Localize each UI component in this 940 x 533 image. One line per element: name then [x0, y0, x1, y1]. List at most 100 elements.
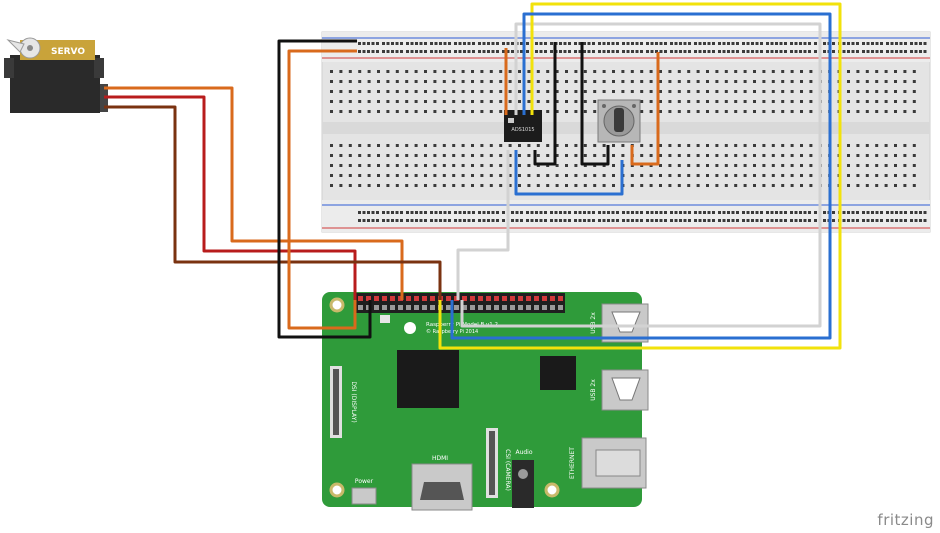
- terminal-hole: [847, 184, 850, 187]
- rail-hole: [766, 211, 769, 214]
- terminal-hole: [358, 144, 362, 147]
- terminal-hole: [358, 70, 362, 73]
- terminal-hole: [602, 80, 606, 83]
- rail-hole: [463, 219, 466, 222]
- rail-hole: [478, 50, 481, 53]
- terminal-hole: [358, 110, 362, 113]
- rail-hole: [544, 42, 547, 45]
- rail-hole: [799, 219, 802, 222]
- terminal-hole: [386, 154, 390, 157]
- terminal-hole: [781, 164, 785, 167]
- rail-hole: [646, 50, 649, 53]
- terminal-hole: [865, 110, 869, 113]
- rail-hole: [655, 211, 658, 214]
- terminal-hole: [461, 184, 465, 187]
- terminal-hole: [330, 174, 333, 177]
- gpio-pin: [382, 305, 387, 310]
- rail-hole: [443, 211, 447, 214]
- terminal-hole: [856, 154, 860, 157]
- yellow-wire: [438, 2, 842, 350]
- terminal-hole: [348, 100, 352, 103]
- rail-hole: [674, 50, 678, 53]
- terminal-hole: [649, 80, 653, 83]
- terminal-hole: [649, 70, 653, 73]
- rail-hole: [886, 50, 889, 53]
- terminal-hole: [687, 110, 691, 113]
- rail-hole: [766, 219, 769, 222]
- rail-hole: [511, 42, 514, 45]
- terminal-hole: [668, 90, 672, 93]
- rail-hole: [415, 50, 418, 53]
- orange-power-wire: [287, 49, 357, 330]
- terminal-hole: [800, 164, 803, 167]
- rail-hole: [616, 219, 619, 222]
- gpio-pin: [374, 305, 379, 310]
- terminal-hole: [884, 174, 888, 177]
- rail-hole: [626, 211, 630, 214]
- terminal-hole: [743, 174, 747, 177]
- terminal-hole: [367, 80, 371, 83]
- rail-hole: [755, 50, 759, 53]
- rail-hole: [376, 50, 379, 53]
- rail-hole: [803, 50, 807, 53]
- rail-hole: [703, 42, 706, 45]
- terminal-hole: [659, 70, 662, 73]
- terminal-hole: [377, 80, 380, 83]
- rail-hole: [784, 219, 787, 222]
- rail-hole: [659, 50, 663, 53]
- terminal-hole: [668, 144, 672, 147]
- terminal-hole: [630, 90, 634, 93]
- terminal-hole: [630, 80, 634, 83]
- rail-hole: [458, 42, 462, 45]
- terminal-hole: [865, 154, 869, 157]
- rail-hole: [790, 219, 793, 222]
- rail-hole: [703, 50, 706, 53]
- rail-hole: [491, 211, 495, 214]
- terminal-hole: [903, 154, 907, 157]
- rail-hole: [424, 42, 427, 45]
- rail-hole: [587, 50, 591, 53]
- rail-hole: [587, 219, 591, 222]
- rail-hole: [703, 219, 706, 222]
- gpio-pin: [470, 296, 475, 301]
- gpio-pin: [430, 296, 435, 301]
- rail-hole: [382, 42, 385, 45]
- terminal-hole: [640, 154, 644, 157]
- terminal-hole: [593, 100, 597, 103]
- rail-hole: [550, 211, 553, 214]
- rail-hole: [539, 50, 543, 53]
- rail-hole: [458, 211, 462, 214]
- rail-hole: [718, 42, 721, 45]
- rail-hole: [458, 50, 462, 53]
- rail-hole: [587, 42, 591, 45]
- rail-hole: [358, 50, 361, 53]
- rail-hole: [367, 50, 370, 53]
- terminal-hole: [771, 154, 775, 157]
- rail-hole: [856, 42, 859, 45]
- rail-hole: [923, 42, 927, 45]
- terminal-hole: [790, 164, 794, 167]
- rail-hole: [674, 211, 678, 214]
- terminal-hole: [659, 80, 662, 83]
- terminal-hole: [724, 90, 728, 93]
- terminal-hole: [743, 164, 747, 167]
- rail-hole: [823, 50, 826, 53]
- terminal-hole: [771, 110, 775, 113]
- rail-hole: [832, 211, 835, 214]
- terminal-hole: [715, 164, 719, 167]
- rail-hole: [454, 50, 457, 53]
- rail-hole: [626, 219, 630, 222]
- terminal-hole: [621, 90, 625, 93]
- terminal-hole: [912, 174, 916, 177]
- rail-hole: [376, 211, 379, 214]
- gpio-pin: [366, 296, 371, 301]
- terminal-hole: [536, 70, 540, 73]
- terminal-hole: [687, 90, 691, 93]
- terminal-hole: [696, 164, 700, 167]
- terminal-hole: [471, 90, 474, 93]
- rail-hole: [391, 211, 394, 214]
- terminal-hole: [771, 144, 775, 147]
- rail-hole: [526, 219, 529, 222]
- terminal-hole: [405, 110, 409, 113]
- terminal-hole: [612, 70, 615, 73]
